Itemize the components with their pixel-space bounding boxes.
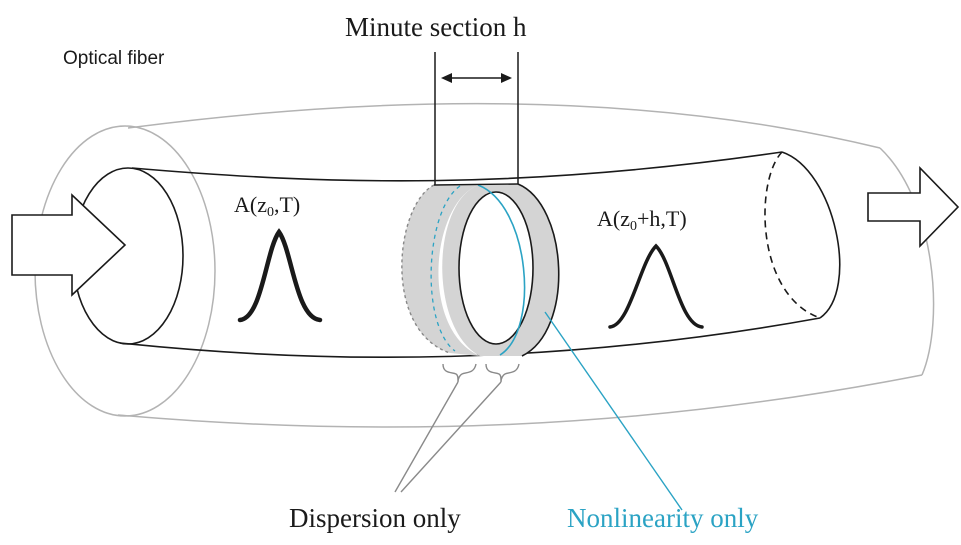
input-arrow-icon	[11, 193, 127, 297]
core-exit-face-back	[764, 151, 821, 319]
dispersion-only-label: Dispersion only	[289, 503, 461, 533]
core-exit-face-front	[781, 151, 841, 319]
nonlinearity-leader	[544, 311, 683, 511]
output-pulse	[608, 243, 704, 329]
section-left-edge	[401, 184, 451, 354]
nonlinearity-plane	[477, 184, 526, 356]
dispersion-bracket-right	[485, 363, 520, 383]
minute-section-label: Minute section h	[345, 12, 527, 42]
core-bottom-edge	[119, 317, 821, 359]
optical-fiber-label: Optical fiber	[63, 48, 165, 69]
section-top-edge	[433, 183, 519, 186]
core-top-edge	[131, 151, 783, 182]
dimension-arrowhead-left	[441, 73, 452, 83]
dispersion-bracket-left	[442, 363, 477, 383]
section-brackets	[442, 363, 520, 383]
dispersion-leader-1	[394, 381, 459, 493]
leader-lines	[394, 311, 683, 511]
output-arrow-icon	[867, 166, 960, 248]
output-amplitude-label: A(z0+h,T)	[597, 206, 687, 234]
dispersion-band	[401, 185, 480, 356]
outer-fiber-top-edge	[127, 102, 881, 149]
section-inner-hole	[458, 191, 534, 345]
section-dimension	[434, 52, 519, 185]
input-amplitude-label: A(z0,T)	[234, 192, 300, 220]
input-pulse	[237, 228, 323, 323]
outer-fiber-bottom-edge	[117, 374, 923, 428]
section-right-edge	[517, 183, 560, 357]
dispersion-leader-2	[400, 381, 502, 493]
outer-fiber-exit-face	[879, 147, 935, 376]
minute-section	[401, 183, 560, 357]
section-left-inner-edge	[430, 185, 461, 352]
nonlinearity-only-label: Nonlinearity only	[567, 503, 759, 533]
core-tube	[72, 151, 841, 359]
dimension-arrowhead-right	[501, 73, 512, 83]
